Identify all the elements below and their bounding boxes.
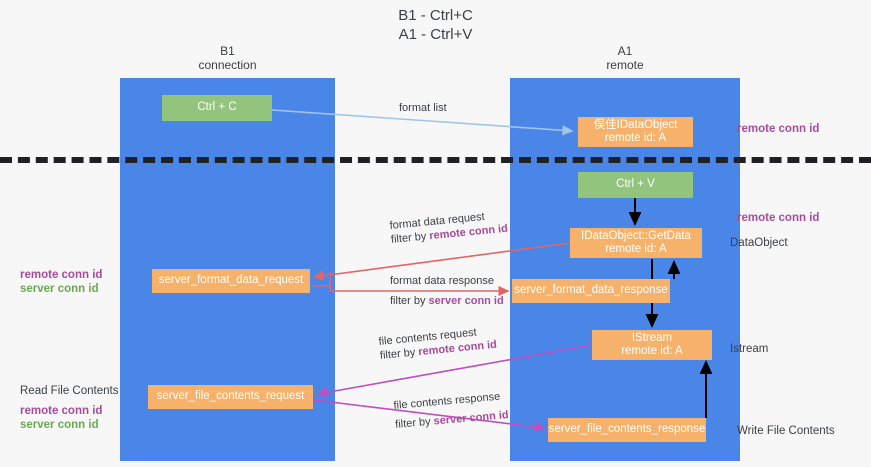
box-istream-label: IStream — [631, 331, 673, 344]
arrow-label-fdresp-prefix: filter by — [390, 295, 429, 307]
lane-header-a1-sub: remote — [606, 58, 644, 72]
box-getdata-label: IDataObject::GetData — [581, 229, 691, 242]
label-left-conn-ids-top: remote conn id server conn id — [20, 268, 102, 296]
box-ctrl-c-label: Ctrl + C — [197, 101, 237, 114]
arrow-label-fdresp-key: server conn id — [428, 295, 504, 307]
arrow-label-fcresp-key: server conn id — [433, 409, 510, 428]
page-title-line1: B1 - Ctrl+C — [398, 7, 473, 24]
arrow-label-fcreq-prefix: filter by — [379, 346, 419, 362]
lane-header-a1: A1 remote — [510, 44, 740, 72]
label-istream: Istream — [730, 343, 769, 355]
lane-header-a1-name: A1 — [617, 44, 633, 58]
page-title-line2: A1 - Ctrl+V — [398, 26, 473, 43]
lane-header-b1-sub: connection — [198, 58, 257, 72]
label-left-server-conn-id-2: server conn id — [20, 419, 99, 431]
box-idataobject-label: 俣佳IDataObject — [593, 118, 678, 131]
box-server-format-data-response[interactable]: server_format_data_response — [512, 279, 670, 303]
box-idataobject[interactable]: 俣佳IDataObject remote id: A — [578, 117, 693, 147]
box-server-format-data-request[interactable]: server_format_data_request — [152, 269, 310, 293]
arrow-label-format-data-response: format data response filter by server co… — [390, 274, 504, 308]
arrow-label-format-data-request: format data request filter by remote con… — [389, 208, 509, 247]
box-ctrl-v[interactable]: Ctrl + V — [578, 172, 693, 198]
box-sfdresp-label: server_format_data_response — [514, 284, 668, 297]
arrow-label-fcresp-prefix: filter by — [394, 415, 435, 431]
label-remote-conn-id-top: remote conn id — [737, 123, 820, 135]
label-left-remote-conn-id-2: remote conn id — [20, 405, 103, 417]
arrow-label-fdresp-line2: filter by server conn id — [390, 294, 504, 308]
arrow-label-file-contents-response: file contents response filter by server … — [393, 389, 509, 432]
box-server-file-contents-response[interactable]: server_file_contents_response — [548, 418, 706, 442]
box-istream[interactable]: IStream remote id: A — [592, 330, 712, 360]
label-dataobject: DataObject — [730, 237, 788, 249]
box-istream-remote-id: remote id: A — [621, 345, 683, 357]
arrow-label-file-contents-request: file contents request filter by remote c… — [378, 324, 498, 363]
arrow-label-fdresp-line1: format data response — [390, 275, 494, 287]
label-left-remote-conn-id-1: remote conn id — [20, 269, 103, 281]
box-ctrl-c[interactable]: Ctrl + C — [162, 95, 272, 121]
label-read-file-contents: Read File Contents — [20, 385, 119, 397]
box-server-file-contents-request[interactable]: server_file_contents_request — [148, 385, 313, 409]
phase-divider — [0, 157, 871, 163]
box-idataobject-getdata[interactable]: IDataObject::GetData remote id: A — [570, 228, 702, 258]
page-title: B1 - Ctrl+C A1 - Ctrl+V — [0, 6, 871, 44]
label-left-conn-ids-bottom: Read File Contents remote conn id server… — [20, 384, 118, 432]
box-sfcresp-label: server_file_contents_response — [548, 423, 706, 436]
arrow-label-fdreq-prefix: filter by — [390, 230, 430, 246]
box-getdata-remote-id: remote id: A — [605, 243, 667, 255]
lane-header-b1: B1 connection — [120, 44, 335, 72]
arrow-label-format-list: format list — [399, 102, 447, 114]
label-write-file-contents: Write File Contents — [737, 425, 835, 437]
box-ctrl-v-label: Ctrl + V — [616, 178, 655, 191]
label-remote-conn-id-mid: remote conn id — [737, 212, 820, 224]
lane-header-b1-name: B1 — [220, 44, 235, 58]
box-sfcreq-label: server_file_contents_request — [156, 390, 305, 403]
arrow-label-fcresp-line2: filter by server conn id — [395, 408, 510, 432]
label-left-server-conn-id-1: server conn id — [20, 283, 99, 295]
box-sfdreq-label: server_format_data_request — [158, 274, 304, 287]
box-idataobject-remote-id: remote id: A — [604, 132, 667, 144]
